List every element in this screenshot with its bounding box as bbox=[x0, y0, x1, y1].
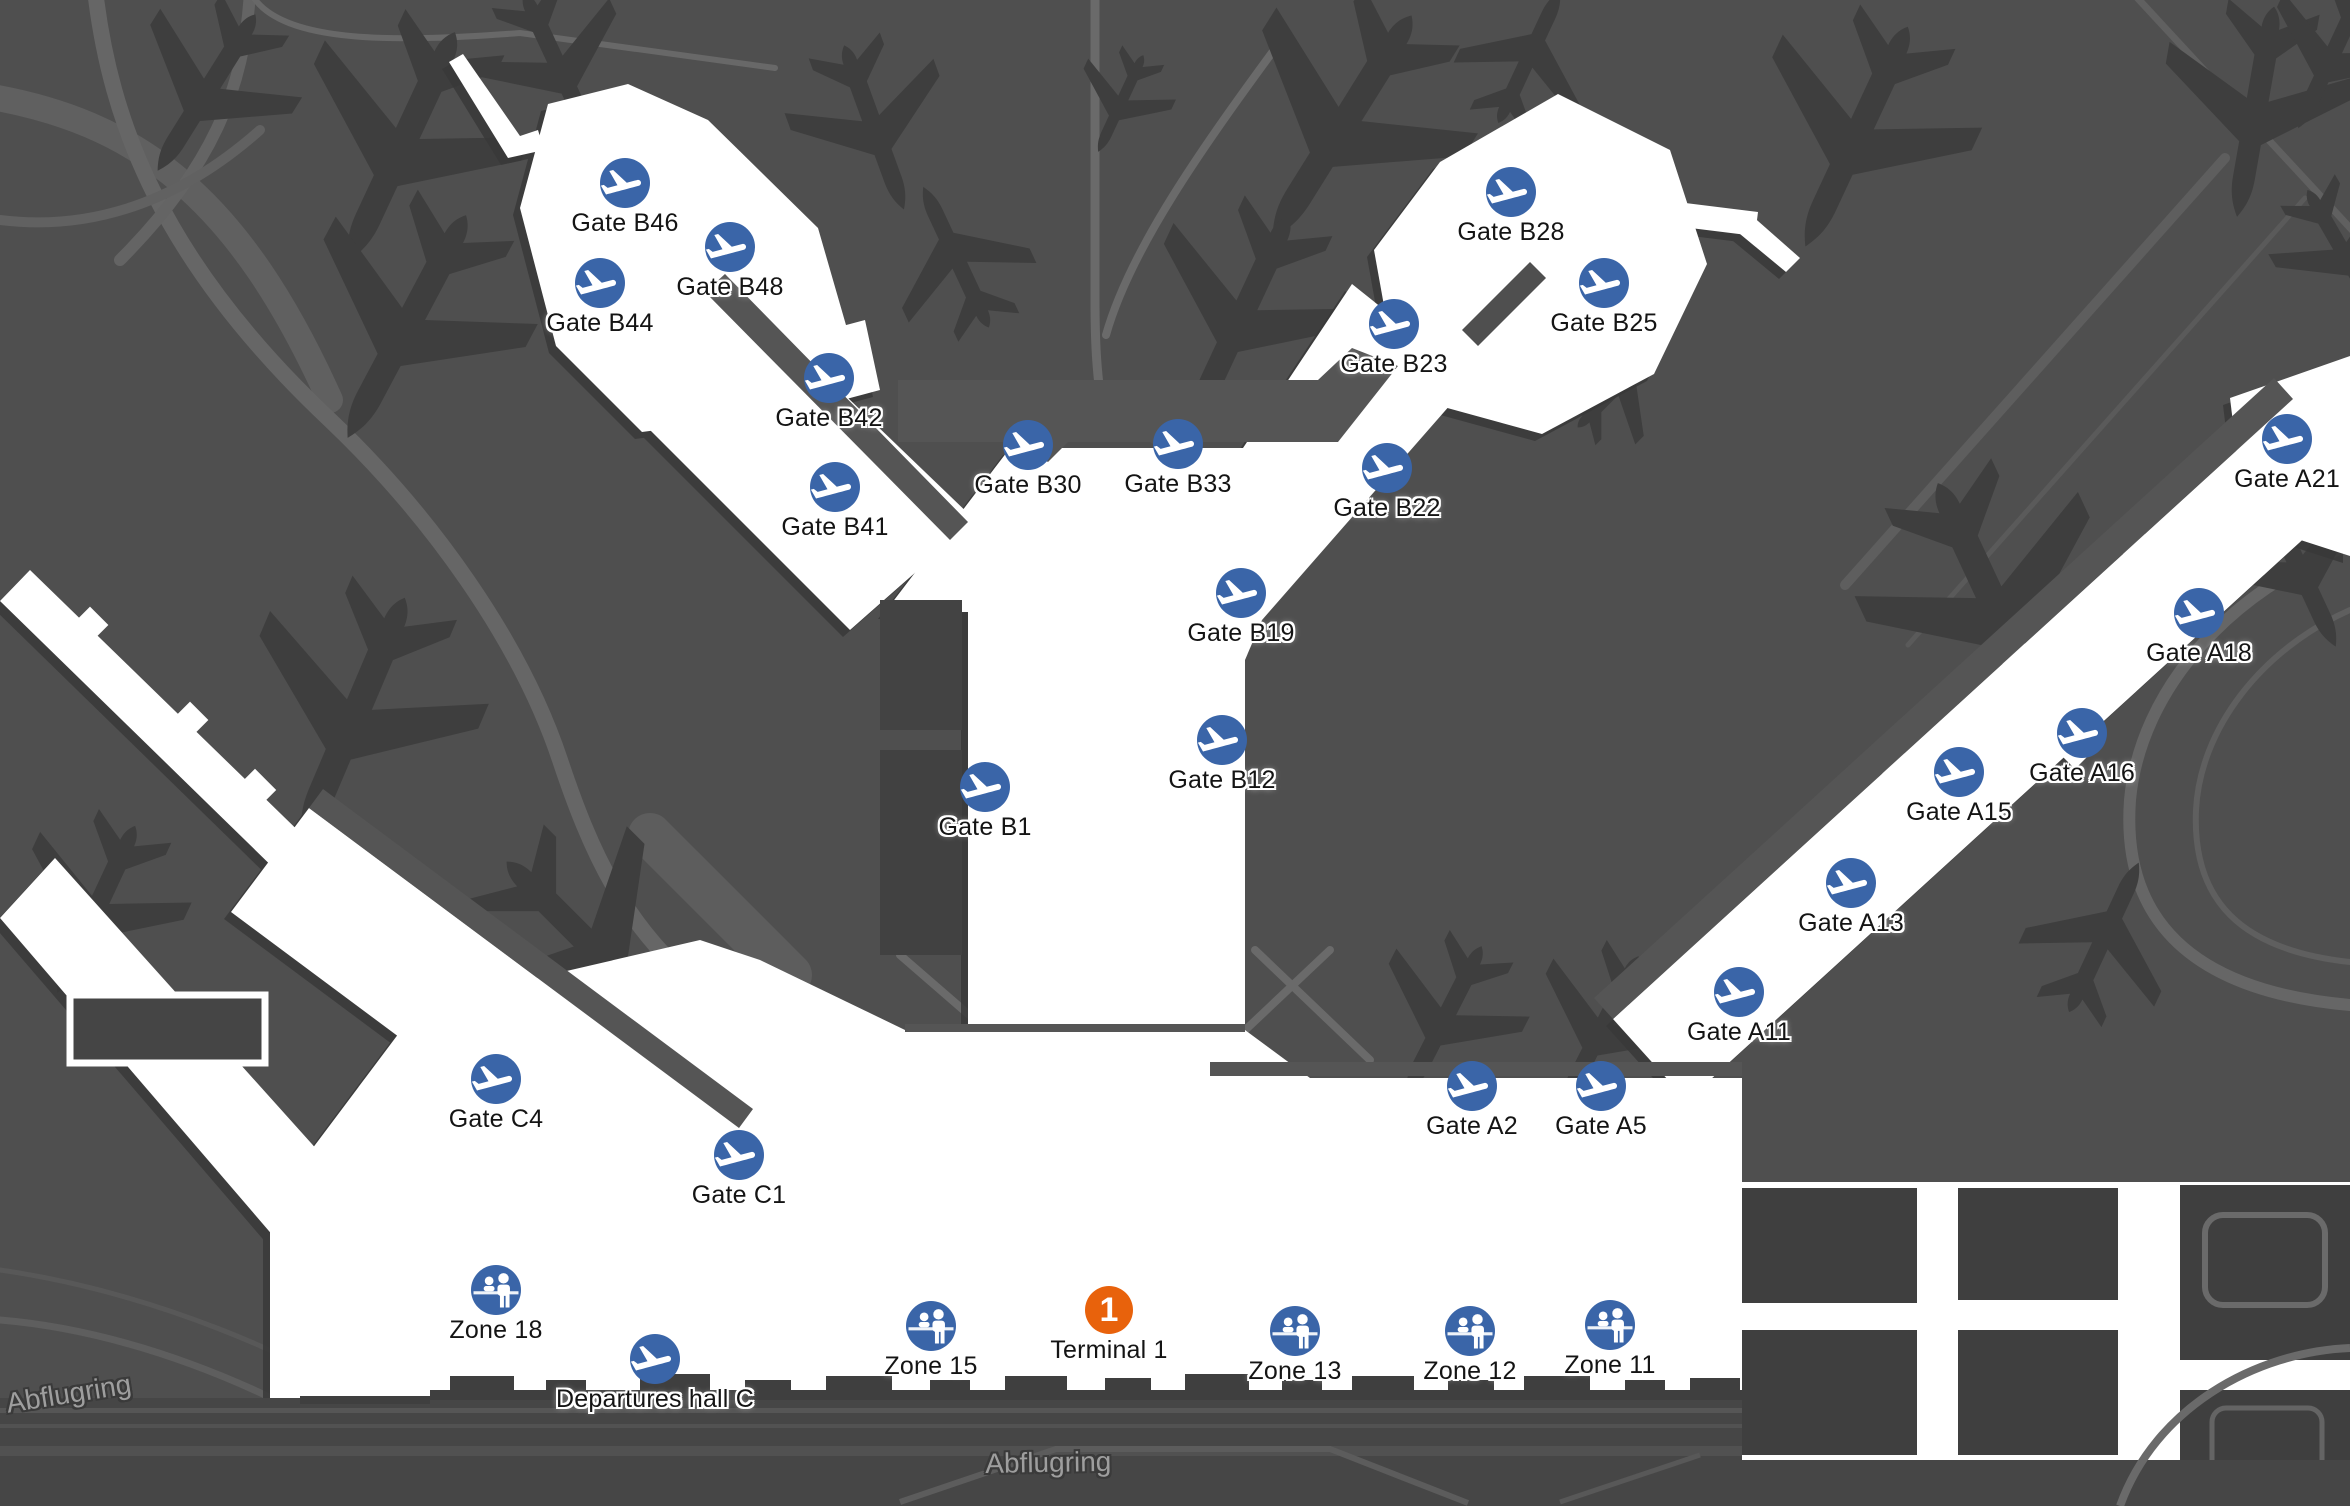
plane-takeoff-icon bbox=[1153, 419, 1203, 469]
people-icon bbox=[1585, 1300, 1635, 1350]
marker-label: Gate C1 bbox=[691, 1181, 787, 1209]
marker-label: Zone 15 bbox=[884, 1352, 978, 1380]
marker-label: Gate B12 bbox=[1168, 766, 1276, 794]
plane-takeoff-icon bbox=[1934, 747, 1984, 797]
roof-bands bbox=[309, 262, 2293, 1128]
marker-label: Zone 12 bbox=[1423, 1357, 1517, 1385]
plane-takeoff-icon bbox=[471, 1054, 521, 1104]
terminal-number: 1 bbox=[1099, 1290, 1119, 1329]
marker-label: Gate B48 bbox=[676, 273, 784, 301]
plane-takeoff-icon bbox=[2262, 414, 2312, 464]
marker-label: Gate B44 bbox=[546, 309, 654, 337]
marker-label: Gate B19 bbox=[1187, 619, 1295, 647]
marker-label: Gate B46 bbox=[571, 209, 679, 237]
marker-label: Terminal 1 bbox=[1050, 1336, 1168, 1364]
marker-label: Gate A2 bbox=[1426, 1112, 1518, 1140]
road-label-abflugring-left: Abflugring bbox=[4, 1368, 134, 1419]
plane-takeoff-icon bbox=[2174, 588, 2224, 638]
marker-label: Gate B42 bbox=[775, 404, 883, 432]
plane-takeoff-icon bbox=[1197, 715, 1247, 765]
plane-takeoff-icon bbox=[1826, 858, 1876, 908]
marker-label: Gate C4 bbox=[448, 1105, 544, 1133]
people-icon bbox=[1445, 1306, 1495, 1356]
marker-label: Gate A16 bbox=[2029, 759, 2135, 787]
marker-label: Departures hall C bbox=[556, 1385, 754, 1413]
marker-label: Gate A21 bbox=[2234, 465, 2340, 493]
marker-label: Gate B30 bbox=[974, 471, 1082, 499]
people-icon bbox=[906, 1301, 956, 1351]
plane-takeoff-icon bbox=[600, 158, 650, 208]
marker-label: Zone 18 bbox=[449, 1316, 543, 1344]
plane-takeoff-icon bbox=[1576, 1061, 1626, 1111]
plane-takeoff-icon bbox=[1447, 1061, 1497, 1111]
marker-label: Zone 13 bbox=[1248, 1357, 1342, 1385]
marker-label: Gate A13 bbox=[1798, 909, 1904, 937]
marker-label: Gate B33 bbox=[1124, 470, 1232, 498]
road-label-abflugring-center: Abflugring bbox=[985, 1445, 1112, 1479]
plane-takeoff-icon bbox=[1003, 420, 1053, 470]
marker-label: Zone 11 bbox=[1564, 1351, 1656, 1379]
plane-takeoff-icon bbox=[804, 353, 854, 403]
plane-takeoff-icon bbox=[1369, 299, 1419, 349]
plane-takeoff-icon bbox=[1362, 443, 1412, 493]
plane-takeoff-icon bbox=[1714, 967, 1764, 1017]
people-icon bbox=[471, 1265, 521, 1315]
terminal-number-badge: 1 bbox=[1085, 1286, 1133, 1334]
plane-takeoff-icon bbox=[960, 762, 1010, 812]
marker-label: Gate A18 bbox=[2146, 639, 2252, 667]
plane-takeoff-icon bbox=[2057, 708, 2107, 758]
plane-takeoff-icon bbox=[1486, 167, 1536, 217]
plane-takeoff-icon bbox=[575, 258, 625, 308]
plane-takeoff-icon bbox=[810, 462, 860, 512]
marker-label: Gate B1 bbox=[938, 813, 1032, 841]
plane-takeoff-icon bbox=[1579, 258, 1629, 308]
road-band bbox=[0, 1344, 2350, 1506]
plane-takeoff-icon bbox=[714, 1130, 764, 1180]
marker-label: Gate B28 bbox=[1457, 218, 1565, 246]
marker-label: Gate B23 bbox=[1340, 350, 1448, 378]
people-icon bbox=[1270, 1306, 1320, 1356]
marker-label: Gate A11 bbox=[1687, 1018, 1791, 1046]
plane-takeoff-icon bbox=[705, 222, 755, 272]
marker-label: Gate A5 bbox=[1555, 1112, 1647, 1140]
plane-takeoff-icon bbox=[1216, 568, 1266, 618]
marker-label: Gate B22 bbox=[1333, 494, 1441, 522]
marker-label: Gate B25 bbox=[1550, 309, 1658, 337]
dark-buildings bbox=[66, 600, 2350, 1500]
marker-label: Gate A15 bbox=[1906, 798, 2012, 826]
marker-label: Gate B41 bbox=[781, 513, 889, 541]
plane-takeoff-icon bbox=[630, 1334, 680, 1384]
